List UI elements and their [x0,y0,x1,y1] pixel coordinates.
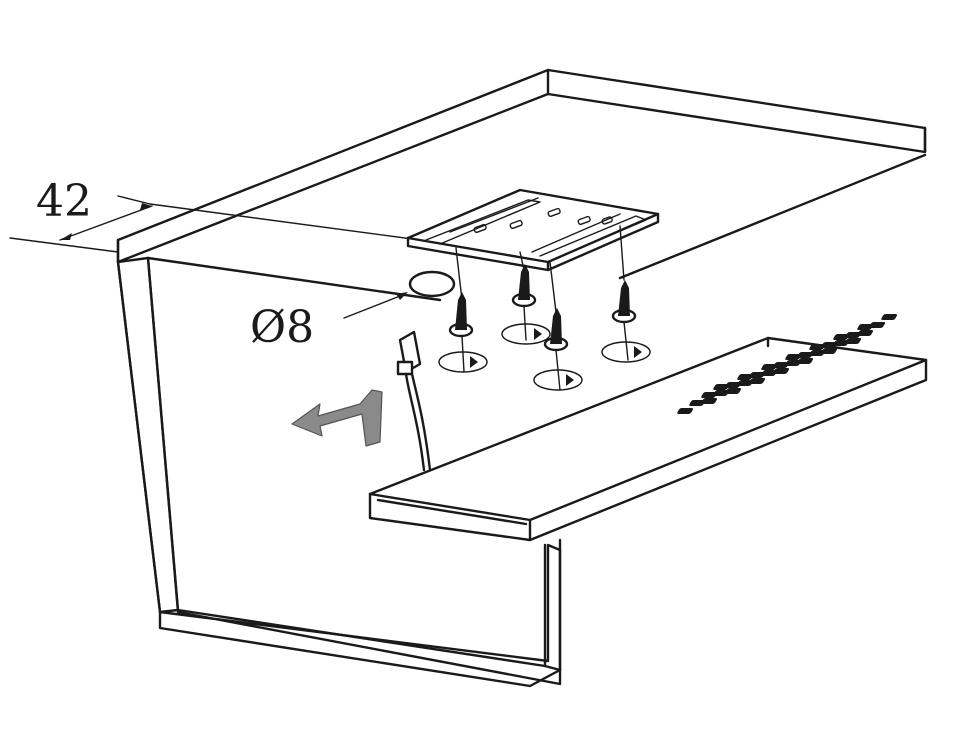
led-dot [677,408,694,414]
led-dot [689,400,706,406]
dimension-42-label: 42 [36,176,92,227]
led-dot [785,354,802,360]
rotate-arrow-icon [601,341,651,363]
rotate-arrow-icon [501,323,551,345]
led-dot [737,374,754,380]
mounting-plate [406,188,660,272]
led-dot [713,384,730,390]
led-dot [821,348,838,354]
hole-diameter-label: Ø8 [250,302,314,353]
led-dot [701,392,718,398]
screw-icon [543,308,569,352]
dimension-42: 42 [9,176,421,253]
led-dot [713,390,730,396]
led-dot [809,350,826,356]
led-dot [845,332,862,338]
led-dot [845,338,862,344]
led-dot [833,340,850,346]
led-dot [857,330,874,336]
led-dot [857,324,874,330]
led-lamp [368,314,928,542]
led-dot [797,352,814,358]
led-dot [749,378,766,384]
led-dot [701,398,718,404]
led-grid [677,314,898,414]
led-dot [725,382,742,388]
led-dot [725,388,742,394]
led-dot [809,344,826,350]
cable-hole: Ø8 [250,270,456,353]
led-dot [761,370,778,376]
led-dot [869,322,886,328]
led-dot [737,380,754,386]
led-dot [773,362,790,368]
cabinet-side-panel [116,256,562,688]
direction-arrow-icon [291,389,383,447]
screw-icon [448,292,474,338]
led-dot [773,368,790,374]
led-dot [761,364,778,370]
rotate-arrow-icon [533,369,583,391]
led-dot [785,360,802,366]
screw-icon [611,280,637,324]
led-dot [797,358,814,364]
led-dot [833,334,850,340]
cable-connector [396,330,432,472]
led-dot [821,342,838,348]
rotate-arrow-icon [438,351,488,373]
led-dot [881,314,898,320]
screw-icon [511,264,537,308]
led-dot [749,372,766,378]
